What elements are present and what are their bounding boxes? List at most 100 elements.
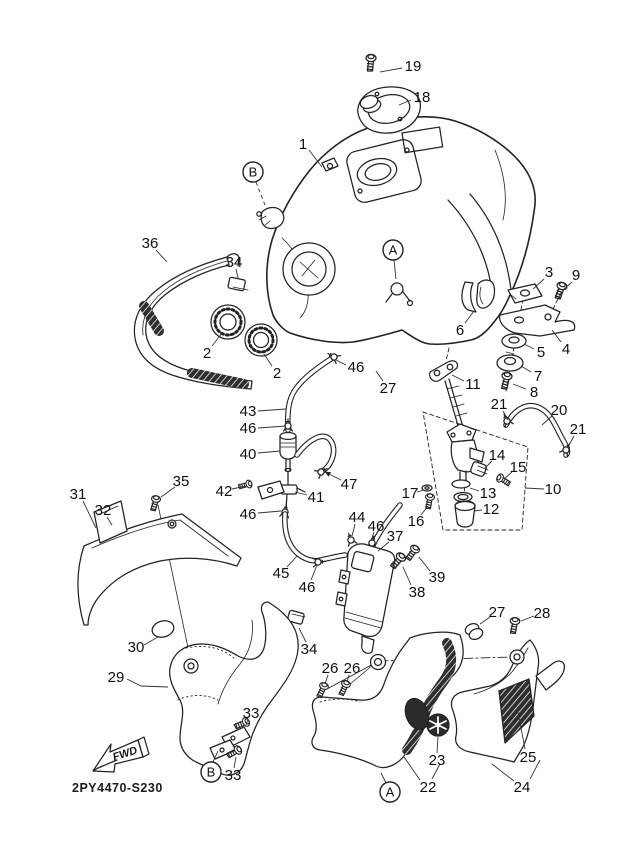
ref-marker-b: B	[242, 161, 264, 183]
drawing-number: 2PY4470-S230	[72, 781, 163, 795]
ref-marker-circle-b	[242, 161, 264, 183]
hose-filter-group	[237, 349, 400, 568]
part-callout-43: 43	[240, 403, 257, 420]
leader-line-2	[211, 332, 223, 347]
part-callout-22: 22	[420, 779, 437, 796]
leader-line-42	[231, 485, 247, 490]
part-callout-3: 3	[545, 264, 553, 281]
ref-marker-leader-a3	[380, 772, 387, 784]
leader-line-25	[517, 711, 526, 750]
part-callout-16: 16	[408, 513, 425, 530]
ref-marker-leader-b0	[255, 181, 266, 206]
canister-assembly	[335, 543, 422, 654]
part-callout-20: 20	[551, 402, 568, 419]
part-callout-7: 7	[534, 368, 542, 385]
tank-bracket-set	[461, 279, 576, 391]
fuel-filter	[279, 431, 297, 473]
part-callout-15: 15	[510, 459, 527, 476]
leader-line-8	[512, 383, 527, 390]
front-cowl	[151, 601, 299, 776]
leader-line-29	[126, 678, 169, 688]
leader-line-46	[257, 425, 287, 429]
part-callout-33: 33	[243, 705, 260, 722]
part-callout-25: 25	[520, 749, 537, 766]
leader-line-24-b	[529, 759, 541, 780]
part-callout-29: 29	[108, 669, 125, 686]
part-callout-14: 14	[489, 447, 506, 464]
ref-marker-letter-b: B	[207, 765, 216, 780]
leader-line-6	[464, 310, 475, 324]
part-callout-10: 10	[545, 481, 562, 498]
leader-line-40	[257, 450, 281, 454]
leader-line-33	[233, 756, 237, 769]
part-callout-32: 32	[95, 502, 112, 519]
leader-line-30	[143, 636, 159, 646]
leader-line-28	[520, 615, 535, 622]
part-callout-28: 28	[534, 605, 551, 622]
part-callout-27: 27	[380, 380, 397, 397]
leader-line-46	[370, 531, 375, 542]
air-scoop	[311, 631, 464, 769]
leader-line-26	[346, 674, 350, 683]
leader-line-10	[524, 487, 545, 490]
part-callout-45: 45	[273, 565, 290, 582]
part-callout-46: 46	[240, 506, 257, 523]
panel-damper	[464, 622, 484, 641]
fwd-arrow	[92, 736, 150, 773]
ref-marker-leader-b2	[212, 750, 219, 763]
part-callout-46: 46	[368, 518, 385, 535]
leader-line-23	[436, 736, 439, 754]
leader-line-20	[541, 415, 553, 426]
leader-line-12	[473, 509, 483, 512]
part-callout-37: 37	[387, 528, 404, 545]
tank-clamp-fitting	[385, 282, 414, 307]
ref-marker-circle-b	[200, 761, 222, 783]
ref-marker-circle-a	[379, 781, 401, 803]
ref-marker-circle-a	[382, 239, 404, 261]
ref-marker-a: A	[379, 781, 401, 803]
leader-line-37	[377, 541, 390, 552]
leader-line-4	[551, 329, 562, 343]
part-callout-46: 46	[299, 579, 316, 596]
panel-cushion	[286, 609, 306, 625]
part-callout-21: 21	[570, 421, 587, 438]
leader-line-46	[335, 359, 347, 366]
ref-marker-letter-b: B	[249, 165, 258, 180]
leader-line-13	[469, 487, 480, 492]
ref-markers-layer: B A B A	[200, 161, 404, 803]
joint-bracket	[237, 478, 285, 500]
tank-hook-fitting	[256, 206, 285, 230]
ref-marker-b: B	[200, 761, 222, 783]
rubber-trim	[133, 253, 253, 390]
leader-line-21	[567, 435, 575, 448]
ref-marker-a: A	[382, 239, 404, 261]
part-callout-9: 9	[572, 267, 580, 284]
leader-line-21	[502, 410, 509, 421]
part-callout-33: 33	[225, 767, 242, 784]
part-callout-8: 8	[530, 384, 538, 401]
part-callout-38: 38	[409, 584, 426, 601]
fuel-sender	[422, 360, 529, 531]
fuel-cap-assembly	[357, 53, 421, 134]
leader-line-39	[418, 556, 431, 572]
text-layer: FWD 2PY4470-S230	[72, 745, 163, 795]
hose-joint	[280, 484, 306, 511]
part-callout-13: 13	[480, 485, 497, 502]
part-callout-6: 6	[456, 322, 464, 339]
part-callout-2: 2	[273, 365, 281, 382]
leader-line-14	[484, 460, 493, 469]
part-callout-35: 35	[173, 473, 190, 490]
leader-line-31	[82, 500, 97, 529]
part-callout-23: 23	[429, 752, 446, 769]
leader-line-16	[420, 505, 429, 516]
leader-line-45	[286, 555, 298, 568]
part-callout-17: 17	[402, 485, 419, 502]
leader-lines-layer	[82, 67, 575, 784]
part-callout-31: 31	[70, 486, 87, 503]
leader-line-47	[324, 471, 342, 481]
part-callout-41: 41	[308, 489, 325, 506]
leader-line-41	[294, 491, 308, 496]
leader-line-26	[324, 674, 329, 685]
part-callout-24: 24	[514, 779, 531, 796]
part-callout-30: 30	[128, 639, 145, 656]
